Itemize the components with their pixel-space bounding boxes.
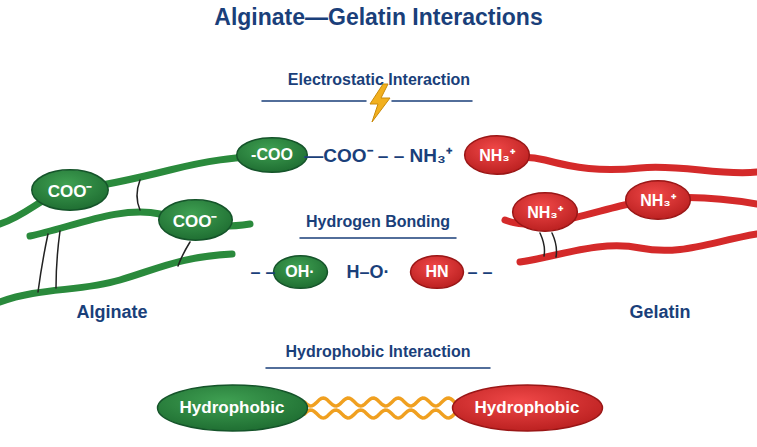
ellipse-node: Hydrophobic: [156, 384, 309, 432]
heading-rule: [262, 100, 366, 102]
gelatin-strand: [520, 234, 757, 262]
lightning-symbol: [370, 84, 390, 122]
heading-rule: [266, 367, 490, 369]
diagram-title: Alginate—Gelatin Interactions: [0, 4, 757, 31]
ellipse-node: Hydrophobic: [451, 384, 604, 432]
crosslink: [56, 231, 60, 288]
node-text: HN: [425, 263, 448, 281]
heading-rule: [300, 237, 456, 239]
text-label: Gelatin: [629, 302, 690, 323]
crosslink: [178, 242, 190, 266]
ellipse-node: COO⁻: [158, 199, 233, 241]
node-text: NH₃⁺: [479, 144, 515, 166]
wave-line: [305, 398, 455, 406]
text-label: —COO⁻ – – NH₃⁺: [304, 142, 451, 168]
wave-line: [305, 410, 455, 418]
node-text: COO⁻: [173, 209, 218, 232]
node-text: COO⁻: [48, 179, 93, 202]
heading-rule: [392, 100, 472, 102]
alginate-strand: [0, 254, 232, 302]
hydrophobic-link: [305, 398, 455, 418]
ellipse-node: -COO: [236, 137, 308, 173]
ellipse-node: OH·: [273, 255, 328, 289]
node-text: Hydrophobic: [475, 398, 580, 418]
ellipse-node: NH₃⁺: [625, 180, 691, 220]
text-label: – –: [250, 262, 275, 283]
text-label: H–O·: [346, 262, 389, 283]
text-label: Hydrogen Bonding: [306, 213, 450, 231]
node-text: NH₃⁺: [527, 201, 563, 223]
crosslink: [540, 233, 545, 256]
crosslink: [137, 180, 140, 210]
node-text: Hydrophobic: [180, 398, 285, 418]
text-label: – –: [467, 262, 492, 283]
ellipse-node: NH₃⁺: [464, 135, 530, 175]
ellipse-node: COO⁻: [31, 169, 109, 211]
node-text: -COO: [251, 146, 293, 164]
ellipse-node: NH₃⁺: [512, 192, 578, 232]
text-label: Hydrophobic Interaction: [286, 343, 471, 361]
crosslink: [552, 233, 557, 257]
node-text: NH₃⁺: [640, 189, 676, 211]
crosslink: [38, 234, 48, 292]
node-text: OH·: [285, 263, 314, 281]
ellipse-node: HN: [410, 255, 464, 289]
text-label: Alginate: [76, 302, 147, 323]
text-label: Electrostatic Interaction: [288, 71, 470, 89]
